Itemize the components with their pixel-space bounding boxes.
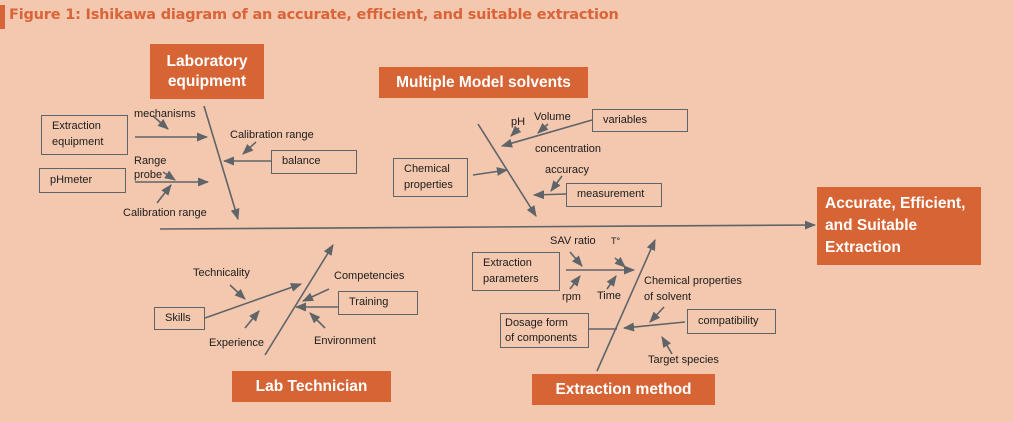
arrow-range-probe: [162, 170, 176, 181]
cause-phmeter-label: pHmeter: [50, 173, 93, 186]
arrow-chem-props-solvent: [649, 306, 665, 323]
subcause-range-probe-1: Range: [134, 155, 167, 167]
subcause-environment: Environment: [314, 335, 376, 347]
arrow-rpm: [569, 275, 581, 290]
cause-extraction-equipment-line-2: equipment: [52, 136, 104, 148]
subcause-time: Time: [597, 290, 622, 302]
arrow-calibration-right: [242, 141, 257, 155]
bone-extraction-method: [596, 238, 656, 372]
cause-extraction-parameters-line-2: parameters: [483, 272, 539, 285]
category-lab-technician-label: Lab Technician: [255, 377, 368, 395]
effect-line-2: and Suitable: [825, 217, 918, 235]
subcause-chem-props-solvent-1: Chemical properties: [644, 275, 742, 287]
category-lab-technician: Lab Technician: [232, 371, 391, 402]
cause-compatibility-label: compatibility: [698, 314, 759, 327]
figure-title: Figure 1: Ishikawa diagram of an accurat…: [9, 7, 619, 23]
cause-phmeter: pHmeter: [39, 168, 126, 193]
category-model-solvents: Multiple Model solvents: [379, 67, 588, 98]
cause-balance: balance: [271, 150, 357, 174]
arrow-target-species: [661, 336, 673, 355]
cause-compatibility: compatibility: [687, 309, 776, 334]
arrow-sav-ratio: [569, 251, 583, 267]
subcause-technicality: Technicality: [193, 267, 250, 279]
arrow-mechanisms: [152, 115, 169, 130]
title-accent-bar: [0, 5, 5, 29]
subcause-mechanisms: mechanisms: [134, 108, 196, 120]
subcause-volume: Volume: [534, 111, 571, 123]
cause-chemical-properties-line-1: Chemical: [404, 162, 450, 175]
subcause-experience: Experience: [209, 337, 265, 349]
cause-extraction-equipment: Extraction equipment: [41, 115, 128, 155]
subcause-range-probe-2: probe: [134, 169, 163, 181]
cause-dosage-form-line-2: of components: [505, 331, 578, 344]
cause-training: Training: [338, 291, 418, 315]
arrow-compatibility: [622, 321, 686, 332]
cause-measurement-label: measurement: [577, 188, 645, 201]
cause-training-label: Training: [349, 296, 389, 309]
arrow-time: [606, 275, 617, 290]
arrow-technicality: [229, 284, 246, 300]
cause-measurement: measurement: [566, 183, 662, 207]
subcause-ph: pH: [511, 116, 526, 128]
arrow-competencies: [301, 288, 330, 302]
arrow-measurement: [532, 190, 567, 200]
category-lab-equipment-line-2: equipment: [167, 72, 247, 90]
cause-variables: variables: [592, 109, 688, 132]
cause-chemical-properties-line-2: properties: [404, 178, 453, 191]
arrow-accuracy: [550, 175, 563, 192]
cause-skills: Skills: [154, 307, 205, 330]
effect-line-3: Extraction: [825, 238, 901, 256]
arrow-environment: [309, 312, 326, 329]
arrow-experience: [244, 310, 260, 329]
category-lab-equipment: Laboratory equipment: [150, 44, 264, 99]
effect-line-1: Accurate, Efficient,: [825, 195, 966, 213]
arrow-ph: [510, 125, 522, 137]
arrow-chemical-properties: [472, 167, 509, 176]
spine-arrow: [159, 220, 817, 230]
category-lab-equipment-line-1: Laboratory: [166, 53, 248, 71]
arrow-temperature: [614, 256, 626, 268]
cause-dosage-form-line-1: Dosage form: [505, 316, 568, 329]
subcause-sav-ratio: SAV ratio: [550, 235, 596, 247]
arrow-volume: [537, 122, 549, 134]
bone-lab-equipment: [203, 105, 240, 221]
arrow-calibration-left: [156, 184, 172, 204]
cause-extraction-parameters-line-1: Extraction: [483, 256, 532, 269]
cause-skills-label: Skills: [165, 311, 191, 324]
subcause-competencies: Competencies: [334, 270, 405, 282]
cause-chemical-properties: Chemical properties: [393, 158, 468, 197]
bone-lab-technician: [264, 244, 334, 356]
cause-extraction-parameters: Extraction parameters: [472, 252, 560, 291]
subcause-calibration-range-left: Calibration range: [123, 207, 207, 219]
subcause-rpm: rpm: [562, 291, 581, 303]
cause-balance-label: balance: [282, 155, 321, 168]
subcause-temperature: T°: [611, 236, 621, 246]
category-extraction-method-label: Extraction method: [555, 380, 692, 398]
subcause-concentration: concentration: [535, 143, 602, 155]
subcause-chem-props-solvent-2: of solvent: [644, 291, 692, 303]
category-extraction-method: Extraction method: [532, 374, 715, 405]
arrow-skills: [204, 283, 303, 319]
subcause-calibration-range-right: Calibration range: [230, 129, 314, 141]
subcause-accuracy: accuracy: [545, 164, 590, 176]
cause-dosage-form: Dosage form of components: [500, 313, 589, 348]
category-model-solvents-label: Multiple Model solvents: [396, 73, 571, 91]
effect-box: Accurate, Efficient, and Suitable Extrac…: [817, 187, 981, 265]
cause-variables-label: variables: [603, 113, 648, 126]
cause-extraction-equipment-line-1: Extraction: [52, 120, 101, 133]
subcause-target-species: Target species: [648, 354, 719, 366]
